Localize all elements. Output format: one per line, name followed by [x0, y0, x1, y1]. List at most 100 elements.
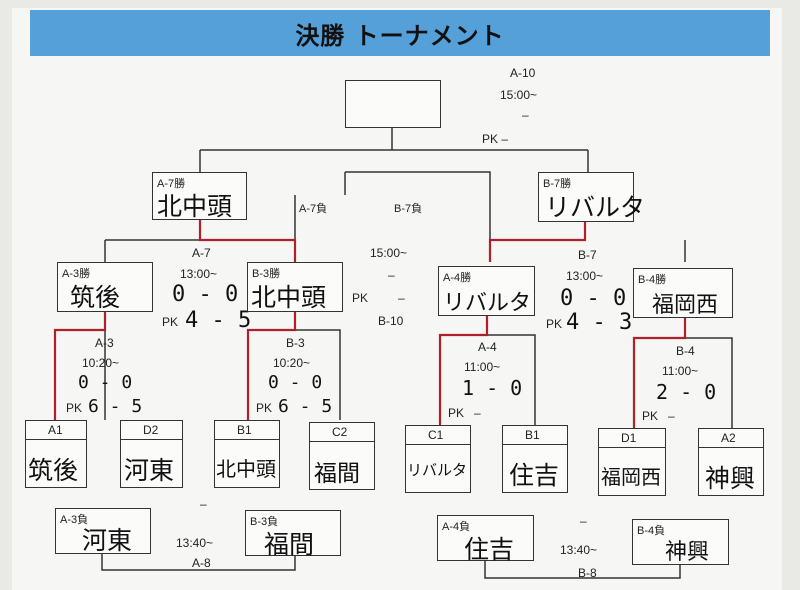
- b7-time: 13:00~: [566, 269, 604, 283]
- b8-code: B-8: [578, 566, 597, 580]
- a3-pk-label: PK: [66, 401, 83, 415]
- team-seed: A2: [721, 431, 736, 445]
- qf-a3-winner-box: A-3勝 筑後: [57, 262, 153, 312]
- b3-pk-label: PK: [256, 401, 273, 415]
- winner-red-lines: [53, 220, 687, 428]
- b8-time: 13:40~: [560, 543, 598, 557]
- title-banner: 決勝 トーナメント: [30, 10, 770, 56]
- a4-time: 11:00~: [464, 360, 501, 374]
- a4-pk-score: –: [474, 406, 481, 420]
- third-score: –: [388, 268, 395, 282]
- a3-score: 0 - 0: [78, 372, 133, 393]
- final-winner-box: [345, 80, 441, 128]
- semi-right-box: B-7勝 リバルタ: [538, 172, 645, 222]
- b8-left-box: A-4負 住吉: [437, 515, 534, 564]
- a3-code: A-3: [95, 336, 114, 350]
- semi-right-team: リバルタ: [545, 193, 646, 222]
- team-seed: D1: [621, 431, 637, 445]
- b3-score: 0 - 0: [268, 372, 323, 393]
- a8-right-tag: B-3負: [250, 516, 279, 528]
- semi-left-team: 北中頭: [157, 192, 233, 221]
- team-name: リバルタ: [407, 461, 468, 479]
- a7-time: 13:00~: [180, 267, 218, 281]
- b8-left-tag: A-4負: [442, 521, 471, 533]
- team-box-7: D1 福岡西: [598, 428, 666, 496]
- a8-left-box: A-3負 河東: [55, 508, 151, 555]
- a7-code: A-7: [192, 246, 211, 260]
- b3-pk-score: 6 - 5: [278, 396, 333, 417]
- team-seed: B1: [525, 428, 540, 442]
- third-code: B-10: [378, 314, 404, 328]
- team-seed: A1: [48, 423, 63, 437]
- a8-left-tag: A-3負: [60, 514, 89, 526]
- team-box-3: B1 北中頭: [214, 420, 280, 488]
- a7-pk-score: 4 - 5: [185, 308, 252, 333]
- a4-pk-label: PK: [448, 406, 465, 420]
- a8-code: A-8: [192, 556, 211, 570]
- final-code: A-10: [510, 66, 536, 80]
- qf-b3-winner-box: B-3勝 北中頭: [247, 262, 343, 312]
- qf-b3-tag: B-3勝: [252, 268, 281, 280]
- b8-left-team: 住吉: [464, 535, 515, 564]
- a8-score: –: [200, 497, 207, 511]
- a7-pk-label: PK: [162, 315, 179, 329]
- qf-b4-tag: B-4勝: [638, 274, 667, 286]
- b7-score: 0 - 0: [560, 286, 627, 311]
- b8-right-box: B-4負 神興: [632, 519, 729, 565]
- sheet-title: 決勝 トーナメント: [295, 21, 505, 50]
- final-score: –: [522, 108, 529, 122]
- b4-pk-label: PK: [642, 409, 659, 423]
- team-seed: C2: [332, 425, 348, 439]
- team-box-1: A1 筑後: [25, 420, 87, 488]
- b7-code: B-7: [578, 248, 597, 262]
- b7-pk-label: PK: [546, 317, 563, 331]
- a8-right-box: B-3負 福間: [245, 510, 341, 559]
- qf-b4-winner-box: B-4勝 福岡西: [633, 268, 733, 318]
- b4-score: 2 - 0: [656, 380, 717, 404]
- team-box-6: B1 住吉: [502, 425, 568, 493]
- qf-a4-tag: A-4勝: [443, 272, 472, 284]
- team-name: 住吉: [509, 461, 560, 490]
- team-name: 筑後: [28, 456, 79, 485]
- team-box-2: D2 河東: [120, 420, 183, 488]
- team-seed: D2: [143, 423, 159, 437]
- qf-a4-team: リバルタ: [443, 291, 532, 316]
- a7-score: 0 - 0: [172, 282, 239, 307]
- qf-a3-team: 筑後: [70, 283, 121, 312]
- team-seed: C1: [428, 428, 444, 442]
- b7-pk-score: 4 - 3: [566, 310, 633, 335]
- a4-code: A-4: [478, 340, 497, 354]
- third-left-tag: A-7負: [299, 203, 328, 215]
- third-pk-label: PK: [352, 291, 369, 305]
- final-time: 15:00~: [500, 88, 538, 102]
- team-box-5: C1 リバルタ: [405, 425, 471, 493]
- b8-right-team: 神興: [665, 540, 710, 565]
- b4-code: B-4: [676, 344, 695, 358]
- team-name: 福間: [314, 461, 360, 487]
- a8-left-team: 河東: [82, 526, 133, 555]
- b4-pk-score: –: [668, 409, 675, 423]
- semi-right-tag: B-7勝: [543, 178, 572, 190]
- team-name: 福岡西: [601, 465, 661, 489]
- semi-left-tag: A-7勝: [157, 178, 186, 190]
- qf-a4-winner-box: A-4勝 リバルタ: [438, 266, 535, 316]
- b4-time: 11:00~: [662, 364, 699, 378]
- third-right-tag: B-7負: [394, 203, 423, 215]
- team-box-4: C2 福間: [309, 422, 375, 490]
- semi-left-box: A-7勝 北中頭: [152, 172, 247, 221]
- b3-time: 10:20~: [273, 356, 311, 370]
- team-seed: B1: [237, 423, 252, 437]
- a4-score: 1 - 0: [462, 376, 523, 400]
- a8-time: 13:40~: [176, 536, 214, 550]
- third-time: 15:00~: [370, 246, 408, 260]
- a8-right-team: 福間: [264, 530, 315, 559]
- b8-score: –: [580, 514, 587, 528]
- b8-right-tag: B-4負: [637, 525, 666, 537]
- qf-b4-team: 福岡西: [652, 293, 719, 318]
- third-pk-score: –: [398, 291, 405, 305]
- team-name: 神興: [705, 464, 756, 493]
- team-box-8: A2 神興: [698, 428, 764, 496]
- final-pk: PK –: [482, 132, 509, 146]
- team-name: 北中頭: [216, 457, 276, 481]
